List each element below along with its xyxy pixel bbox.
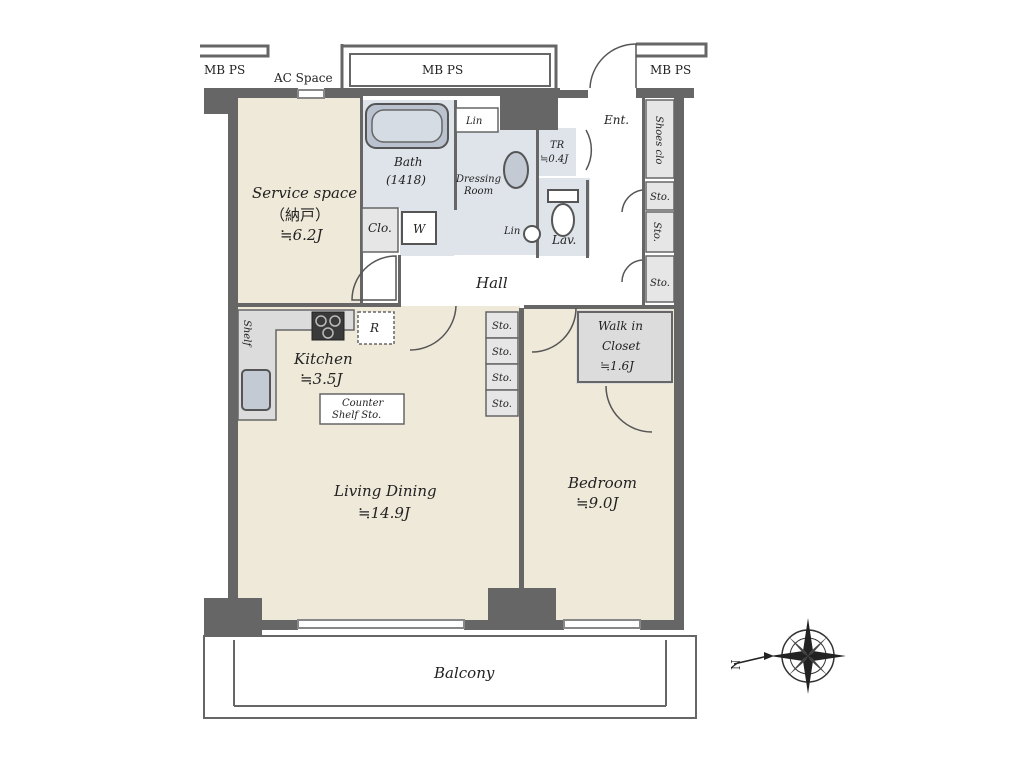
walls — [204, 88, 694, 636]
shelf-label: Shelf — [241, 320, 252, 348]
service-jp-label: （納戸） — [270, 206, 330, 224]
closet-label: Clo. — [368, 221, 392, 235]
linen-cabinet-top — [455, 107, 499, 133]
mbps-left-label: MB PS — [204, 63, 245, 77]
stove-burners — [315, 315, 341, 339]
ac-space-label: AC Space — [273, 71, 333, 85]
lin-small-label: Lin — [503, 226, 520, 237]
closet-area-label: ≒1.6J — [600, 359, 635, 373]
tr-area-label: ≒0.4J — [540, 154, 569, 165]
lin-top-label: Lin — [465, 116, 482, 127]
lav-basin — [523, 225, 541, 243]
service-space-floor — [238, 98, 362, 306]
counter-shelf-label: Shelf Sto. — [332, 410, 381, 421]
sto-label-6: Sto. — [492, 373, 512, 384]
hall-floor — [400, 255, 674, 305]
tr-label: TR — [550, 140, 565, 151]
sto-label-1: Sto. — [650, 192, 670, 203]
fridge-box — [357, 311, 395, 345]
tr-floor — [536, 128, 576, 176]
living-area-label: ≒14.9J — [358, 504, 411, 522]
toilet — [547, 189, 579, 237]
hall-label: Hall — [475, 274, 508, 292]
stove — [311, 311, 345, 341]
counter-shelf — [319, 393, 405, 425]
living-label: Living Dining — [333, 482, 437, 500]
compass-rose — [733, 618, 846, 694]
dressing-label: Dressing — [455, 174, 501, 185]
washer-box — [401, 211, 437, 245]
bedroom-area-label: ≒9.0J — [576, 494, 619, 512]
shoes-closet-label: Shoes clo — [653, 116, 664, 164]
balcony — [203, 635, 697, 719]
kitchen-living-floor — [238, 306, 520, 620]
service-closet — [361, 207, 399, 253]
bath-label: Bath — [393, 155, 423, 169]
sto-label-4: Sto. — [492, 321, 512, 332]
lav-label: Lav. — [551, 233, 576, 247]
fridge-label: R — [369, 321, 379, 335]
sto-label-3: Sto. — [650, 278, 670, 289]
balcony-label: Balcony — [433, 664, 495, 682]
counter-label: Counter — [342, 398, 384, 409]
door-swings — [351, 43, 653, 433]
kitchen-area-label: ≒3.5J — [300, 370, 343, 388]
bath-size-label: (1418) — [386, 173, 426, 187]
room-labels: MB PS AC Space MB PS MB PS Lin Bath (141… — [204, 63, 743, 682]
mbps-right-label: MB PS — [650, 63, 691, 77]
sto-label-7: Sto. — [492, 399, 512, 410]
living-storage — [485, 311, 519, 417]
windows — [297, 89, 641, 629]
bedroom-label: Bedroom — [567, 474, 637, 492]
walk-in-closet-floor — [576, 310, 672, 384]
sto-label-2: Sto. — [651, 222, 662, 242]
service-space-label: Service space — [252, 184, 357, 202]
north-label: N — [729, 660, 743, 671]
entrance-storage — [645, 99, 675, 303]
washer-label: W — [413, 222, 427, 236]
kitchen-label: Kitchen — [293, 350, 353, 368]
kitchen-sink — [241, 369, 271, 411]
dressing-floor — [454, 130, 536, 255]
closet-wic-label: Closet — [602, 339, 641, 353]
walk-in-closet-frame — [577, 311, 673, 383]
dressing-sink — [503, 151, 529, 189]
entrance-label: Ent. — [603, 113, 629, 127]
sto-label-5: Sto. — [492, 347, 512, 358]
service-area-label: ≒6.2J — [280, 226, 323, 244]
dressing-room-label: Room — [463, 186, 493, 197]
bathtub — [365, 103, 449, 149]
mbps-top-label: MB PS — [422, 63, 463, 77]
floor-areas — [238, 98, 674, 620]
walk-in-label: Walk in — [598, 319, 643, 333]
